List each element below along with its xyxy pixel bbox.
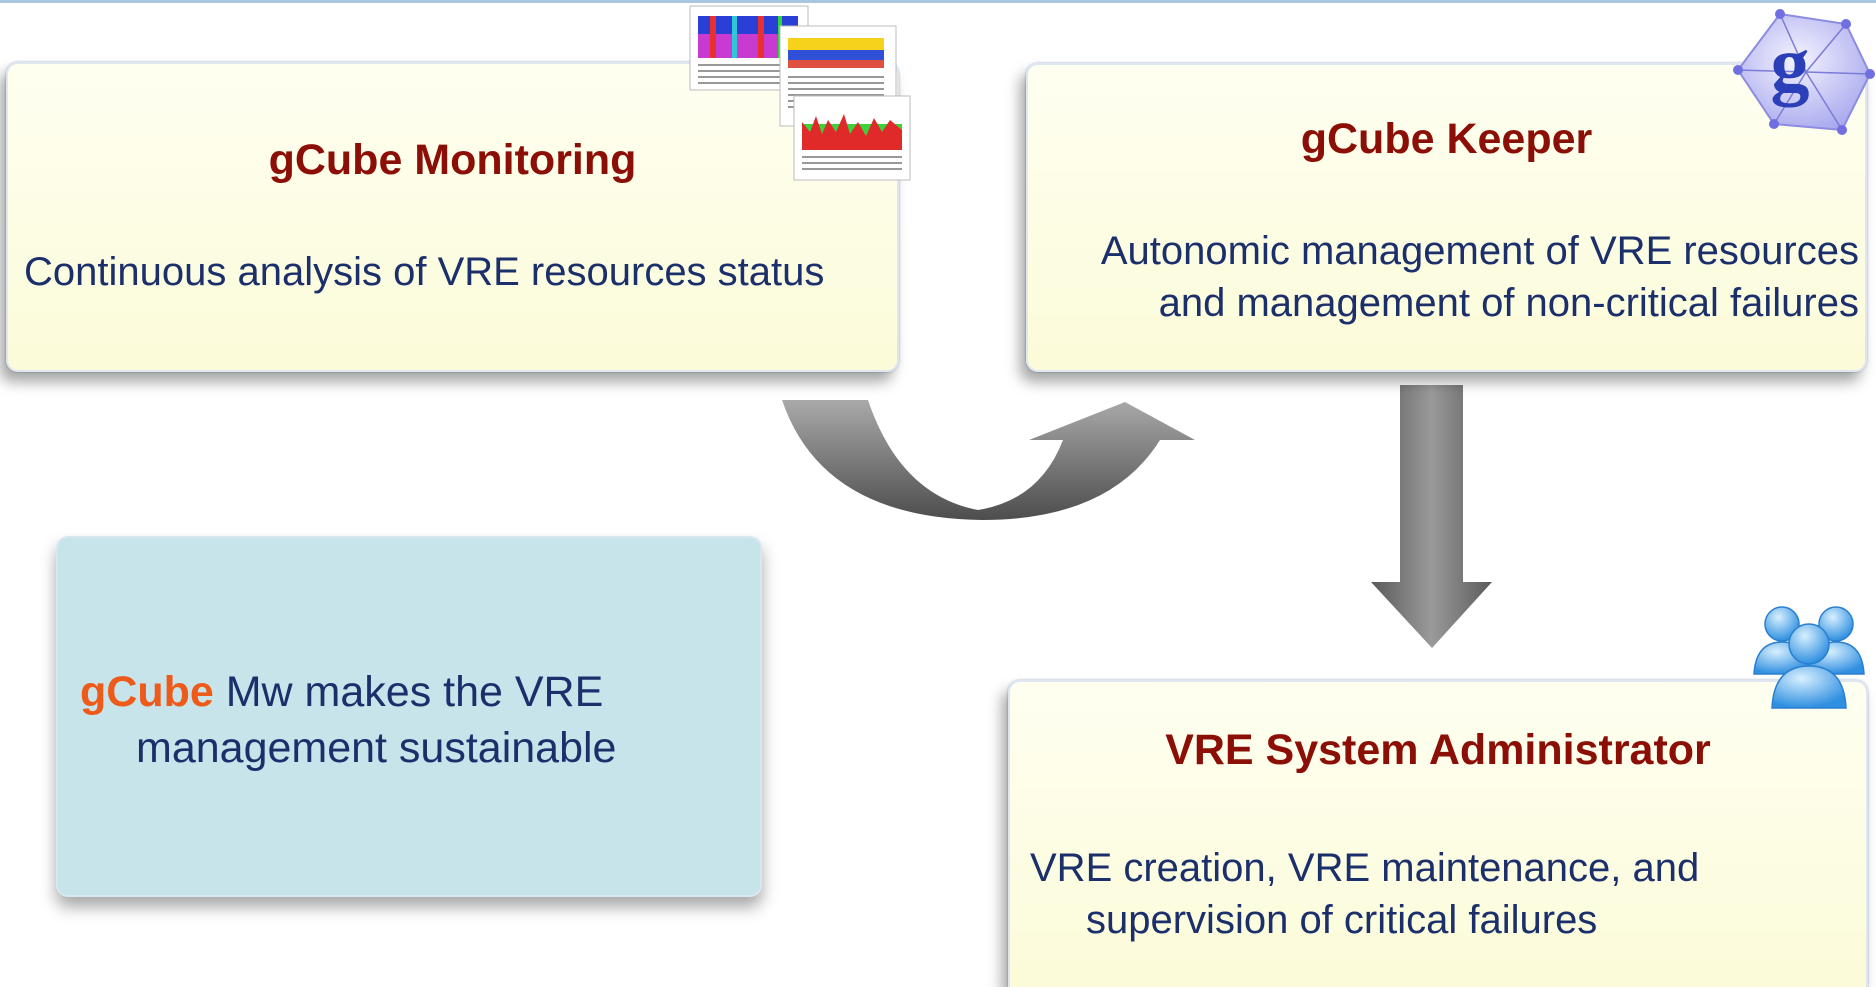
summary-note: gCube Mw makes the VRE management sustai… <box>56 536 762 897</box>
monitoring-graphs-icon <box>689 5 911 181</box>
down-arrow <box>1371 385 1492 648</box>
brand-gcube: gCube <box>80 668 214 716</box>
admin-description-line2: supervision of critical failures <box>1086 898 1598 942</box>
svg-text:g: g <box>1771 20 1810 107</box>
admin-description: VRE creation, VRE maintenance, and super… <box>1030 842 1856 946</box>
users-group-icon <box>1753 606 1865 709</box>
keeper-description: Autonomic management of VRE resources an… <box>1042 225 1859 329</box>
keeper-description-line2: and management of non-critical failures <box>1158 281 1859 325</box>
admin-card: VRE System Administrator VRE creation, V… <box>1008 680 1868 987</box>
note-line2: management sustainable <box>136 724 617 772</box>
monitoring-card: gCube Monitoring Continuous analysis of … <box>6 62 899 372</box>
admin-description-line1: VRE creation, VRE maintenance, and <box>1030 846 1700 890</box>
monitoring-description: Continuous analysis of VRE resources sta… <box>24 250 825 294</box>
gcube-logo-icon: g <box>1733 9 1875 135</box>
keeper-description-line1: Autonomic management of VRE resources <box>1100 229 1859 273</box>
note-line1: Mw makes the VRE <box>213 668 604 716</box>
keeper-title: gCube Keeper <box>1300 115 1593 163</box>
monitoring-title: gCube Monitoring <box>268 136 637 184</box>
admin-title: VRE System Administrator <box>1165 726 1711 774</box>
summary-note-text: gCube Mw makes the VRE management sustai… <box>80 664 616 776</box>
curved-arrow <box>782 400 1195 520</box>
keeper-card: gCube Keeper Autonomic management of VRE… <box>1026 63 1867 372</box>
top-border <box>0 0 1876 3</box>
